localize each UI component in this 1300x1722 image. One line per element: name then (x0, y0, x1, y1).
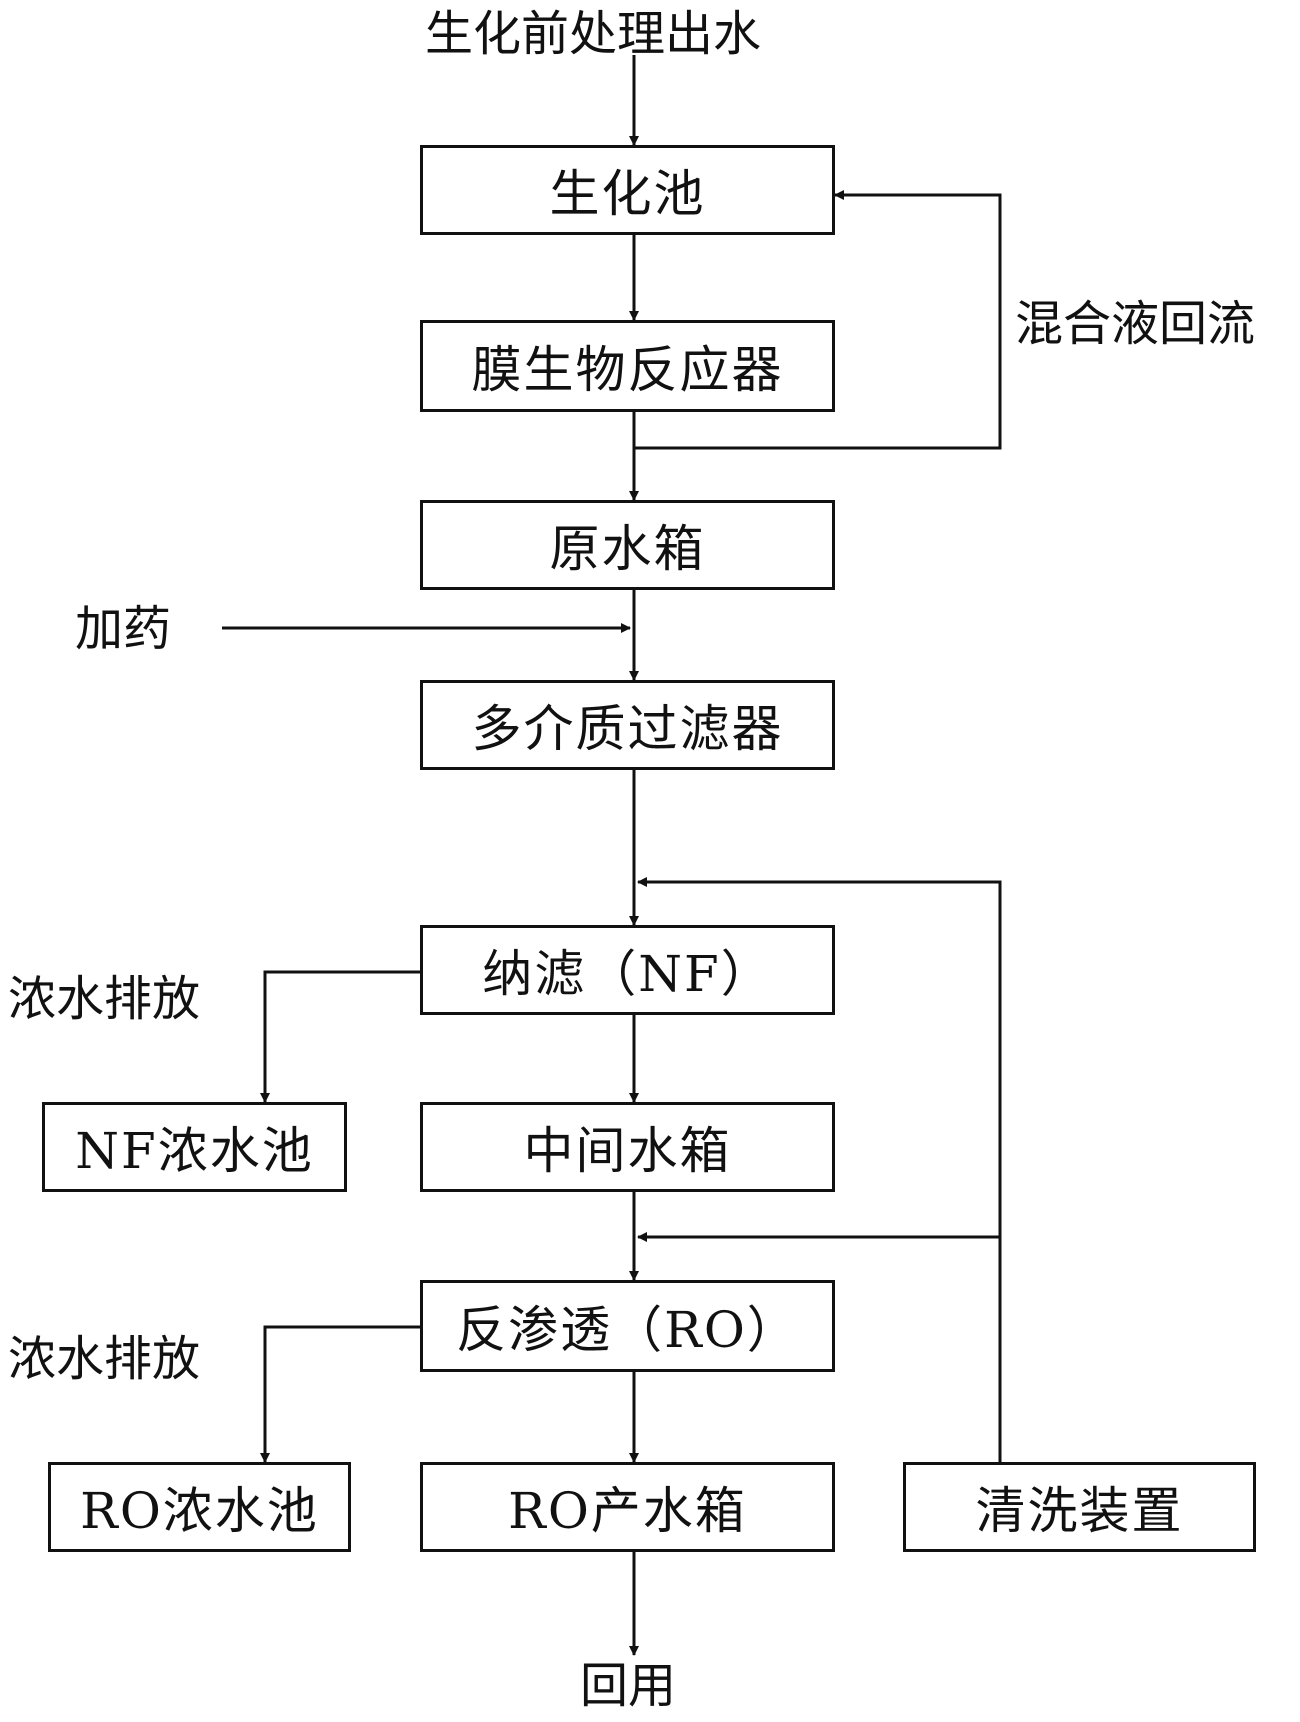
box-raw-water-tank: 原水箱 (420, 500, 835, 590)
ro-concentrate-discharge-label: 浓水排放 (8, 1331, 201, 1387)
nf-concentrate-discharge-label: 浓水排放 (8, 971, 201, 1027)
input-label: 生化前处理出水 (425, 6, 762, 62)
box-biochem-tank: 生化池 (420, 145, 835, 235)
box-cleaning-device: 清洗装置 (903, 1462, 1256, 1552)
nf-concentrate-line (260, 970, 420, 1103)
box-multimedia-filter: 多介质过滤器 (420, 680, 835, 770)
mixed-liquor-return-label: 混合液回流 (1015, 296, 1256, 352)
box-intermediate-tank: 中间水箱 (420, 1102, 835, 1192)
ro-concentrate-line (260, 1325, 420, 1463)
dosing-label: 加药 (75, 601, 172, 657)
box-nf: 纳滤（NF） (420, 925, 835, 1015)
box-ro: 反渗透（RO） (420, 1280, 835, 1372)
cleaning-return-to-nf-line (637, 877, 1002, 1462)
box-mbr: 膜生物反应器 (420, 320, 835, 412)
box-nf-concentrate-pool: NF浓水池 (42, 1102, 347, 1192)
mixed-liquor-return-line (634, 190, 1002, 450)
box-ro-product-tank: RO产水箱 (420, 1462, 835, 1552)
reuse-label: 回用 (580, 1658, 677, 1714)
box-ro-concentrate-pool: RO浓水池 (48, 1462, 351, 1552)
